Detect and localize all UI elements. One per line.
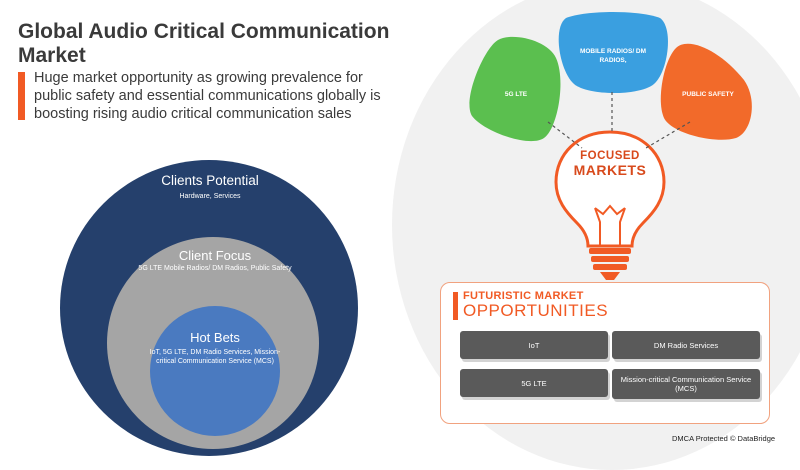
hot-bets-circle <box>150 306 280 436</box>
focused-markets-line1: FOCUSED <box>580 150 640 162</box>
opportunity-item: Mission-critical Communication Service (… <box>612 369 760 399</box>
segment-5g-lte: 5G LTE <box>504 91 528 98</box>
5g-lte-petal <box>469 36 561 142</box>
opportunity-item: 5G LTE <box>460 369 608 397</box>
page-subtitle: Huge market opportunity as growing preva… <box>34 70 381 122</box>
hot-bets-detail: IoT, 5G LTE, DM Radio Services, Mission-… <box>149 349 281 365</box>
client-focus-title: Client Focus <box>178 248 252 263</box>
opportunities-title-line1: FUTURISTIC MARKET <box>463 290 584 302</box>
focused-markets-line2: MARKETS <box>573 162 647 178</box>
focused-markets-graphic <box>469 12 752 280</box>
opportunities-accent-bar <box>453 292 458 320</box>
segment-public-safety: PUBLIC SAFETY <box>682 91 734 98</box>
clients-potential-detail: Hardware, Services <box>179 193 241 200</box>
mobile-radios-petal <box>558 12 668 93</box>
subtitle-accent-bar <box>18 72 25 120</box>
hot-bets-title: Hot Bets <box>190 330 240 345</box>
copyright-footer: DMCA Protected © DataBridge <box>672 434 776 443</box>
opportunity-item: IoT <box>460 331 608 359</box>
segment-mobile-radios: MOBILE RADIOS/ DM RADIOS, <box>579 48 647 64</box>
public-safety-petal <box>660 43 752 140</box>
opportunity-item: DM Radio Services <box>612 331 760 359</box>
bulb-icon <box>554 130 666 280</box>
clients-potential-title: Clients Potential <box>161 173 259 188</box>
focused-markets-label: FOCUSED MARKETS <box>550 150 670 178</box>
opportunities-title-line2: OPPORTUNITIES <box>463 301 609 320</box>
client-focus-detail: 5G LTE Mobile Radios/ DM Radios, Public … <box>138 265 292 272</box>
page-title: Global Audio Critical Communication Mark… <box>18 20 390 67</box>
